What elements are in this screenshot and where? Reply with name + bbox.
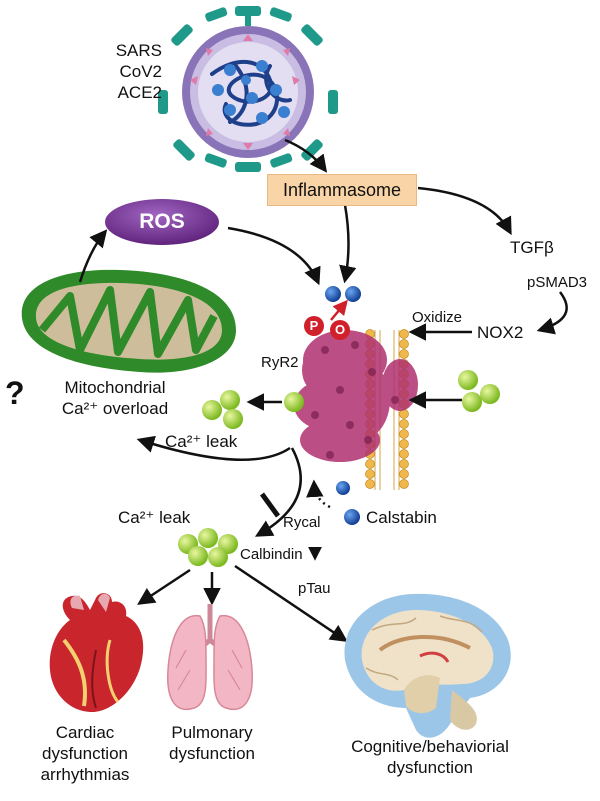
oxidation-label: O [334, 322, 346, 337]
pulmonary-label-line: Pulmonary [171, 723, 253, 742]
calcium-ion-channel [284, 392, 304, 412]
tgf-label: TGFβ [510, 238, 554, 257]
oxidation-badge [330, 320, 350, 340]
nox-label: NOX2 [477, 323, 524, 342]
lungs-icon [167, 604, 253, 711]
oxidize-label: Oxidize [412, 309, 463, 326]
phospho-label: P [309, 318, 319, 333]
cognitive-label-line: Cognitive/behaviorial [351, 737, 509, 756]
cognitive-label: Cognitive/behaviorial dysfunction [325, 736, 535, 778]
cardiac-label-line: Cardiac [55, 723, 115, 742]
brain-icon [344, 593, 511, 738]
blue-ion [345, 286, 361, 302]
calbindin-label: Calbindin [240, 546, 303, 563]
mito-label-line: Mitochondrial [64, 378, 166, 397]
mito-label-line: Ca²⁺ overload [61, 399, 169, 418]
calcium-ions-lower [178, 528, 238, 567]
calcium-ions-left [202, 390, 243, 429]
ros-ellipse [105, 199, 219, 245]
inhibition-bar [259, 492, 281, 518]
virus-label-line: ACE2 [117, 83, 162, 102]
mito-label: Mitochondrial Ca²⁺ overload [30, 377, 200, 419]
virus-icon [158, 6, 338, 172]
cardiac-label-line: arrhythmias [40, 765, 130, 784]
virus-label: SARS CoV2 ACE2 [52, 40, 162, 103]
inflammasome-box: Inflammasome [267, 174, 417, 206]
calcium-ions-right [458, 370, 500, 412]
oxidation-red-arrow [330, 299, 348, 321]
rycal-label: Rycal [283, 514, 321, 531]
pathway-arrows [78, 138, 568, 642]
blue-ion [344, 509, 360, 525]
pulmonary-label: Pulmonary dysfunction [152, 722, 272, 764]
heart-icon [49, 593, 144, 712]
ca-leak-right-label: Ca²⁺ leak [165, 432, 238, 451]
virus-label-line: CoV2 [119, 62, 162, 81]
rycal-dotted-arrow [306, 479, 331, 509]
cardiac-label: Cardiac dysfunction arrhythmias [30, 722, 140, 785]
psmad-label: pSMAD3 [527, 274, 588, 291]
ros-label: ROS [139, 210, 185, 233]
cardiac-label-line: dysfunction [42, 744, 128, 763]
mitochondrion-icon [21, 269, 236, 373]
phospho-badge [304, 316, 324, 336]
ryr2-label: RyR2 [261, 354, 299, 371]
calstabin-label: Calstabin [366, 508, 437, 527]
ptau-label: pTau [298, 580, 331, 597]
blue-ion [336, 481, 350, 495]
blue-ion [325, 286, 341, 302]
question-mark: ? [5, 375, 25, 411]
cognitive-label-line: dysfunction [387, 758, 473, 777]
virus-label-line: SARS [115, 41, 162, 60]
ca-leak-lower-label: Ca²⁺ leak [118, 508, 191, 527]
pulmonary-label-line: dysfunction [169, 744, 255, 763]
